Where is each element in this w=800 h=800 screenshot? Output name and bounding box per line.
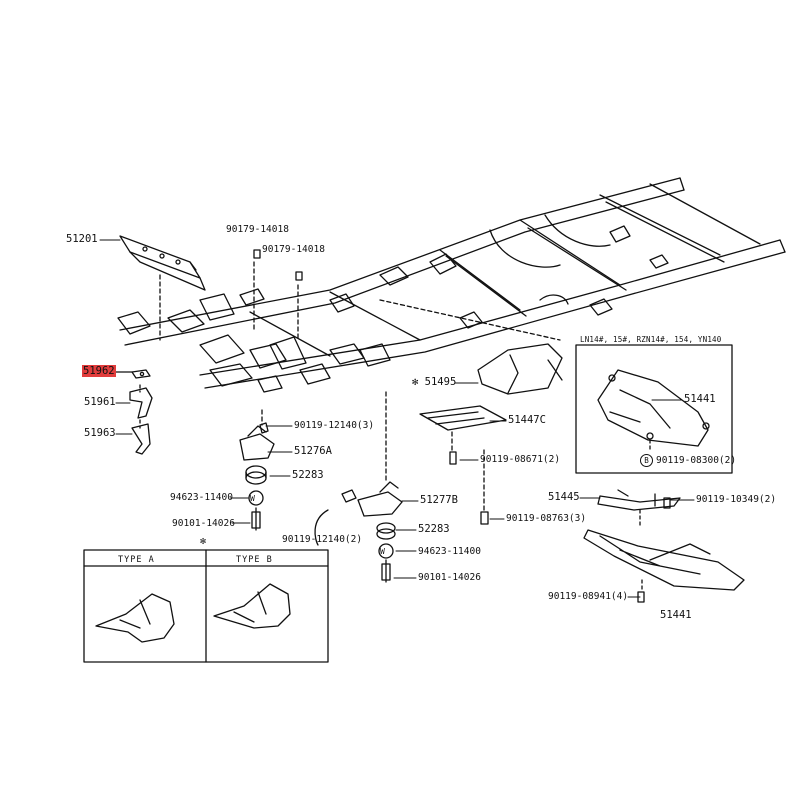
label-51962-highlighted: 51962 xyxy=(82,365,116,377)
label-51445: 51445 xyxy=(548,491,580,503)
label-51441-inset: 51441 xyxy=(684,393,716,405)
label-51495-number: 51495 xyxy=(424,376,457,388)
label-90119-12140-3: 90119-12140(3) xyxy=(294,420,375,431)
label-52283-a: 52283 xyxy=(292,469,324,481)
label-90101-14026-a: 90101-14026 xyxy=(172,518,235,529)
label-52283-b: 52283 xyxy=(418,523,450,535)
inset-title: LN14#, 15#, RZN14#, 154, YN140 xyxy=(580,335,722,344)
label-51276a: 51276A xyxy=(294,445,332,457)
parts-51445-51441 xyxy=(583,489,745,603)
label-51277b: 51277B xyxy=(420,494,458,506)
label-51201: 51201 xyxy=(66,233,98,245)
type-a-label: TYPE A xyxy=(118,555,155,565)
star-mark-51495: ✻ xyxy=(412,376,419,388)
label-90119-08941-4: 90119-08941(4) xyxy=(548,591,629,602)
part-51201-crossmember xyxy=(119,235,206,341)
label-51963: 51963 xyxy=(84,427,116,439)
label-51495: ✻ 51495 xyxy=(412,377,456,388)
label-94623-11400-b: 94623-11400 xyxy=(418,546,481,557)
label-51441-lower: 51441 xyxy=(660,609,692,621)
inset-box-51441 xyxy=(575,344,733,474)
label-90101-14026-b: 90101-14026 xyxy=(418,572,481,583)
label-51447c: 51447C xyxy=(508,414,546,426)
type-b-label: TYPE B xyxy=(236,555,273,565)
washer-w-b: W xyxy=(380,547,385,556)
type-a-type-b-box xyxy=(83,549,329,663)
engine-mount-right-hardware xyxy=(314,391,403,583)
circle-b-marker: B xyxy=(640,454,653,467)
label-90119-10349-2: 90119-10349(2) xyxy=(696,494,777,505)
highlight-51962: 51962 xyxy=(82,365,116,377)
vehicle-frame-drawing xyxy=(117,177,786,393)
label-90179-14018-a: 90179-14018 xyxy=(226,224,289,235)
parts-51962-51961-51963 xyxy=(115,369,153,455)
star-mark-type-box: ✻ xyxy=(200,536,207,547)
washer-w-a: W xyxy=(250,494,255,503)
engine-mount-left-hardware xyxy=(239,249,303,531)
label-90119-08300-number: 90119-08300(2) xyxy=(656,455,737,466)
label-51961: 51961 xyxy=(84,396,116,408)
label-94623-11400-a: 94623-11400 xyxy=(170,492,233,503)
leader-lines xyxy=(99,239,695,598)
label-90179-14018-b: 90179-14018 xyxy=(262,244,325,255)
label-90119-12140-2: 90119-12140(2) xyxy=(282,534,363,545)
label-90119-08763-3: 90119-08763(3) xyxy=(506,513,587,524)
label-90119-08671-2: 90119-08671(2) xyxy=(480,454,561,465)
parts-51495-51447c xyxy=(379,299,563,525)
